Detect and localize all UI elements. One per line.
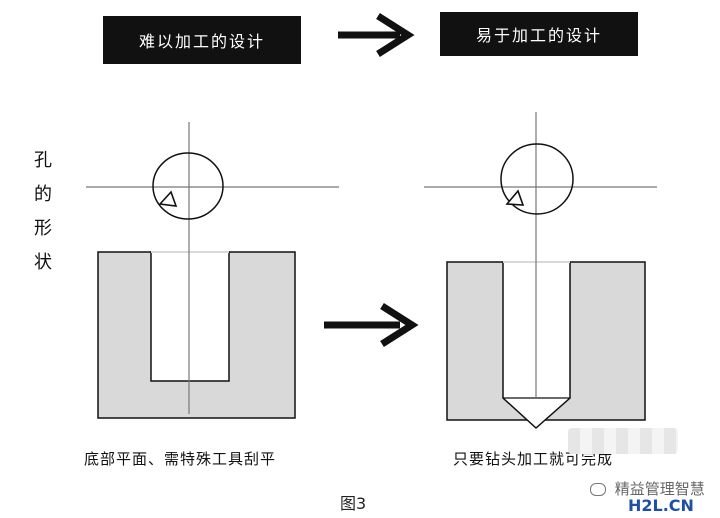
hole-shape-label: 孔的形状: [31, 150, 52, 286]
right-hole-top-view: [424, 112, 657, 260]
blurred-overlay: [568, 428, 678, 454]
figure-caption: 图3: [340, 494, 367, 513]
top-arrow-icon: [338, 13, 415, 57]
left-block-section: [97, 246, 296, 419]
left-hole-top-view: [86, 122, 339, 246]
watermark-label: 精益管理智慧: [614, 480, 705, 498]
right-block-section: [446, 260, 646, 430]
hard-design-text: 难以加工的设计: [138, 32, 265, 51]
easy-design-label: 易于加工的设计: [440, 12, 638, 56]
easy-design-text: 易于加工的设计: [475, 26, 602, 45]
watermark-logo: H2L.CN: [628, 496, 694, 515]
watermark-text: 精益管理智慧: [590, 478, 705, 499]
chat-bubble-icon: [590, 483, 606, 496]
middle-arrow-icon: [324, 303, 419, 347]
left-caption: 底部平面、需特殊工具刮平: [84, 450, 277, 468]
hard-design-label: 难以加工的设计: [103, 16, 301, 64]
right-caption: 只要钻头加工就可完成: [453, 450, 614, 468]
